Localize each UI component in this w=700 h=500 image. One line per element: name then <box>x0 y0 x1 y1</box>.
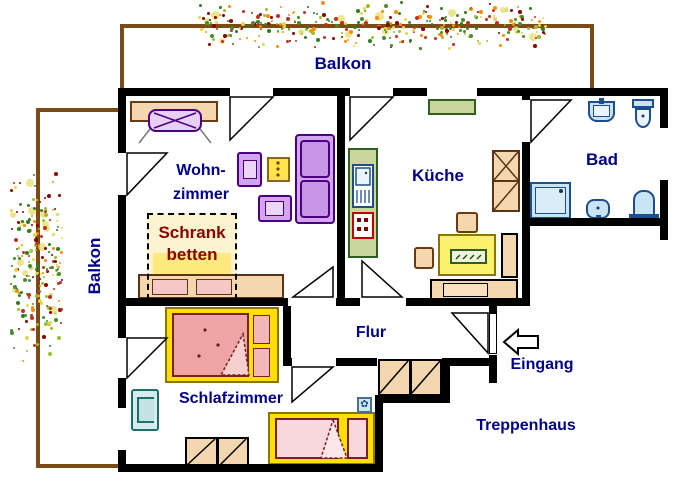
kitchen-chair <box>456 212 478 233</box>
bad-door <box>522 100 530 142</box>
schlafzimmer-window <box>118 408 126 450</box>
wall-left <box>118 88 126 472</box>
door-swing <box>349 96 395 142</box>
top-balcony-rail-right <box>590 24 594 93</box>
door-swing <box>361 259 404 298</box>
double-bed-mattress <box>172 313 249 377</box>
serving-tray <box>450 249 487 264</box>
balkon-top-label: Balkon <box>314 54 372 73</box>
kitchen-bench-side <box>501 233 518 278</box>
boiler <box>633 190 655 217</box>
bed-pillow <box>152 279 188 295</box>
bedroom-chair-seat <box>137 397 154 423</box>
door-swing <box>126 337 169 380</box>
stove <box>352 212 374 239</box>
faucet <box>599 98 604 104</box>
schlafzimmer-door <box>292 358 336 366</box>
schrankbetten-label-line2: betten <box>166 245 218 264</box>
door-swing <box>126 152 169 197</box>
toilet-bowl <box>635 108 651 128</box>
wall-bad-bottom <box>522 218 668 226</box>
wall-schlafzimmer-bottom <box>118 464 383 472</box>
hall-wardrobe <box>378 359 411 396</box>
flower-border-left <box>10 168 64 372</box>
door-swing <box>450 312 489 355</box>
flower-border-top <box>198 0 550 52</box>
wall-niche-south <box>375 395 450 403</box>
top-balcony-rail-top <box>120 24 594 28</box>
bad-label: Bad <box>585 150 619 169</box>
wall-protrusion-east <box>375 395 383 472</box>
schrankbetten-label-line1: Schrank <box>158 223 226 242</box>
kitchen-cabinet-lower <box>492 180 520 212</box>
armchair-cushion <box>243 160 257 179</box>
armchair-cushion <box>265 201 284 216</box>
door-swing <box>291 366 336 404</box>
lamp-icon: ✿ <box>357 397 372 413</box>
kitchen-sink <box>352 164 374 208</box>
left-balcony-rail-top <box>36 108 122 112</box>
wall-niche-east <box>442 358 450 403</box>
single-bed-pillow <box>347 418 368 459</box>
wardrobe <box>217 437 249 467</box>
single-bed-mattress <box>275 418 339 459</box>
sofa-cushion <box>300 140 330 178</box>
door-swing <box>290 265 334 298</box>
entrance-door-leaf <box>489 313 497 354</box>
kueche-label: Küche <box>412 166 464 185</box>
door-swing <box>229 96 275 142</box>
window-sill-planter <box>428 99 476 115</box>
kitchen-cabinet-upper <box>492 150 520 182</box>
schlafzimmer-label: Schlafzimmer <box>178 390 284 407</box>
boiler-base <box>629 214 659 219</box>
side-table <box>267 157 290 182</box>
balcony-door-kueche <box>350 88 393 96</box>
bidet-faucet <box>596 215 601 219</box>
balcony-door-wohnzimmer <box>230 88 273 96</box>
toilet-tank <box>632 99 654 108</box>
entrance-arrow-icon <box>502 327 539 357</box>
balkon-left-label: Balkon <box>85 237 104 295</box>
hall-wardrobe <box>410 359 442 396</box>
wall-schlafzimmer-flur <box>283 298 291 366</box>
wohnzimmer-door <box>288 298 336 306</box>
kueche-window <box>427 88 477 96</box>
bed-headboard-panel <box>253 315 270 344</box>
wall-top <box>118 88 668 96</box>
wohnzimmer-label-line1: Wohn- <box>176 162 226 179</box>
wohnzimmer-label-line2: zimmer <box>172 186 230 203</box>
bad-window <box>660 128 668 180</box>
schlafzimmer-balcony-door <box>118 338 126 378</box>
kitchen-chair <box>414 247 434 269</box>
treppenhaus-label: Treppenhaus <box>476 417 576 434</box>
shower-tray <box>535 187 566 214</box>
bed-pillow <box>196 279 232 295</box>
top-balcony-rail-left <box>120 24 124 93</box>
left-balcony-rail-left <box>36 108 40 468</box>
bed-headboard-panel <box>253 348 270 377</box>
wall-kueche-east <box>522 96 530 306</box>
desk-chair <box>148 109 202 132</box>
flur-label: Flur <box>355 324 387 341</box>
sofa-cushion <box>300 180 330 218</box>
lamp-flower-glyph: ✿ <box>360 399 369 410</box>
door-swing <box>530 99 573 144</box>
bench-cushion <box>443 283 488 297</box>
kueche-door <box>360 298 406 306</box>
wall-wohnzimmer-kueche <box>337 96 345 298</box>
balcony-door-left <box>118 153 126 195</box>
eingang-label: Eingang <box>510 356 574 373</box>
washbasin-bowl <box>593 105 610 117</box>
wardrobe <box>185 437 218 467</box>
left-balcony-rail-bottom <box>36 464 122 468</box>
